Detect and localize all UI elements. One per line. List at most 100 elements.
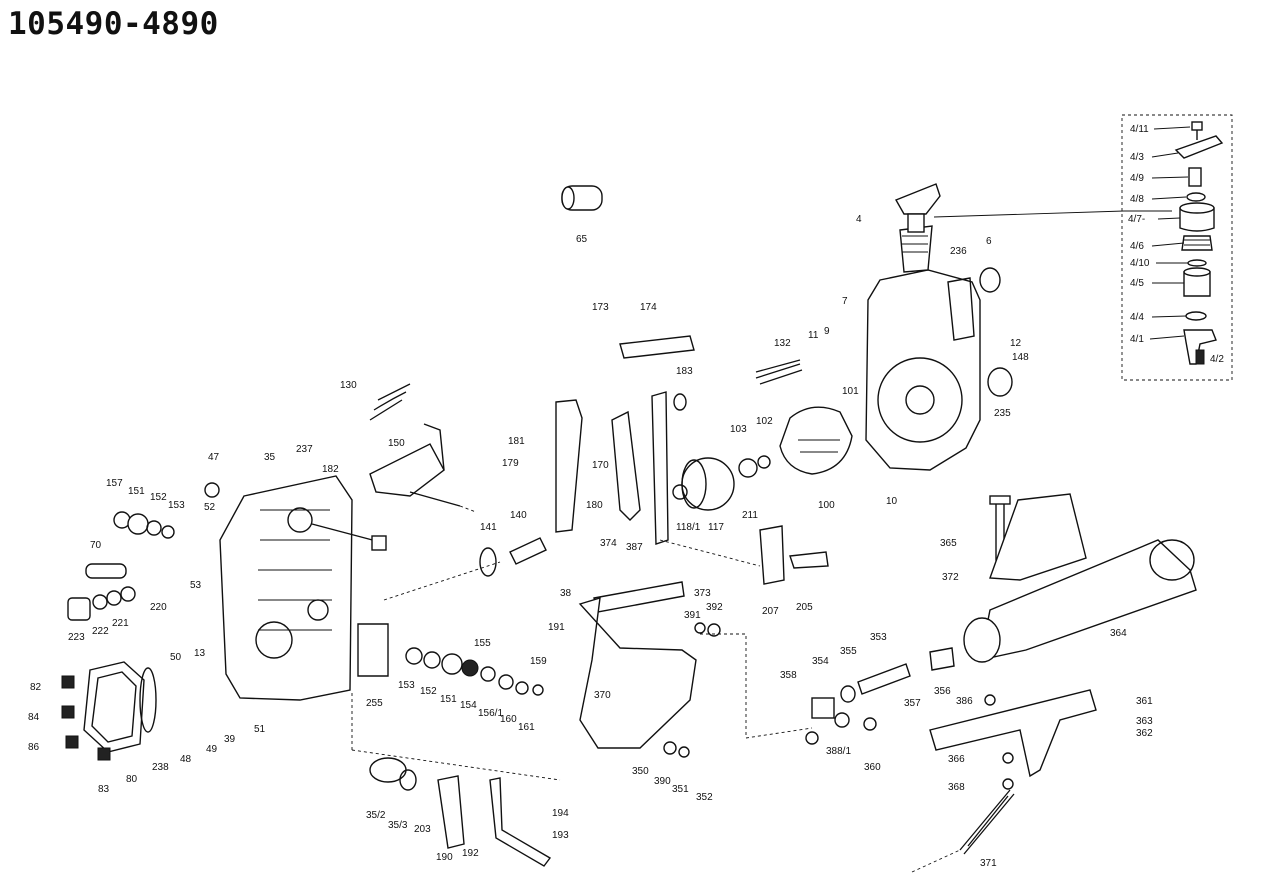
label-350: 350 [632,766,649,777]
label-141: 141 [480,522,497,533]
label-357: 357 [904,698,921,709]
label-4-11: 4/11 [1130,124,1149,135]
label-35: 35 [264,452,276,463]
label-223: 223 [68,632,85,643]
label-366: 366 [948,754,965,765]
label-211: 211 [742,510,758,521]
label-53: 53 [190,580,202,591]
label-101: 101 [842,386,859,397]
label-235: 235 [994,408,1011,419]
label-392: 392 [706,602,723,613]
label-13: 13 [194,648,206,659]
label-372: 372 [942,572,959,583]
label-103: 103 [730,424,747,435]
label-362: 362 [1136,728,1153,739]
label-153b: 153 [398,680,415,691]
label-373: 373 [694,588,711,599]
label-356: 356 [934,686,951,697]
label-391: 391 [684,610,701,621]
label-51: 51 [254,724,266,735]
label-82: 82 [30,682,42,693]
label-237: 237 [296,444,313,455]
label-193: 193 [552,830,569,841]
label-238: 238 [152,762,169,773]
inset-subassembly-4 [933,114,1233,381]
label-152b: 152 [420,686,437,697]
label-390: 390 [654,776,671,787]
label-132: 132 [774,338,791,349]
label-9: 9 [824,326,830,337]
inset-leaders [1149,126,1191,340]
label-207: 207 [762,606,779,617]
label-192: 192 [462,848,479,859]
label-117: 117 [708,522,724,533]
label-12: 12 [1010,338,1022,349]
label-173: 173 [592,302,609,313]
label-156-1: 156/1 [478,708,503,719]
label-371: 371 [980,858,997,869]
label-4-8: 4/8 [1130,194,1144,205]
label-159: 159 [530,656,547,667]
label-190: 190 [436,852,453,863]
label-4-1: 4/1 [1130,334,1144,345]
label-11: 11 [808,330,819,341]
label-361: 361 [1136,696,1153,707]
governor-housing [672,183,1013,511]
label-363: 363 [1136,716,1153,727]
label-174: 174 [640,302,657,313]
label-351: 351 [672,784,689,795]
label-130: 130 [340,380,357,391]
part-labels: 4/11 4/3 4/9 4/8 4 4/7- 4/6 4/10 4/5 4/4… [28,124,1224,869]
label-222: 222 [92,626,109,637]
label-153: 153 [168,500,185,511]
label-360: 360 [864,762,881,773]
label-364: 364 [1110,628,1127,639]
label-191: 191 [548,622,565,633]
label-221: 221 [112,618,129,629]
label-353: 353 [870,632,887,643]
label-160: 160 [500,714,517,725]
label-181: 181 [508,436,525,447]
label-236: 236 [950,246,967,257]
label-4-10: 4/10 [1130,258,1150,269]
label-140: 140 [510,510,527,521]
label-50: 50 [170,652,182,663]
label-80: 80 [126,774,138,785]
label-10: 10 [886,496,898,507]
label-157: 157 [106,478,123,489]
label-154: 154 [460,700,477,711]
label-152: 152 [150,492,167,503]
label-182: 182 [322,464,339,475]
label-170: 170 [592,460,609,471]
fasteners [61,482,1014,790]
label-388-1a: 388/1 [826,746,851,757]
label-365: 365 [940,538,957,549]
label-65: 65 [576,234,588,245]
label-4-7: 4/7- [1128,214,1145,225]
label-354: 354 [812,656,829,667]
label-150: 150 [388,438,405,449]
label-70: 70 [90,540,102,551]
pump-body [83,475,389,753]
label-386: 386 [956,696,973,707]
label-161: 161 [518,722,535,733]
label-35-3: 35/3 [388,820,408,831]
label-151: 151 [128,486,145,497]
label-118-1: 118/1 [676,522,701,533]
page-title: 105490-4890 [8,6,219,42]
label-4-3: 4/3 [1130,152,1144,163]
label-155: 155 [474,638,491,649]
label-4-5: 4/5 [1130,278,1144,289]
label-194: 194 [552,808,569,819]
label-148: 148 [1012,352,1029,363]
label-4-4: 4/4 [1130,312,1144,323]
label-47: 47 [208,452,220,463]
label-49: 49 [206,744,218,755]
label-368: 368 [948,782,965,793]
label-83: 83 [98,784,110,795]
label-35-2: 35/2 [366,810,386,821]
label-370: 370 [594,690,611,701]
label-39: 39 [224,734,236,745]
label-374: 374 [600,538,617,549]
